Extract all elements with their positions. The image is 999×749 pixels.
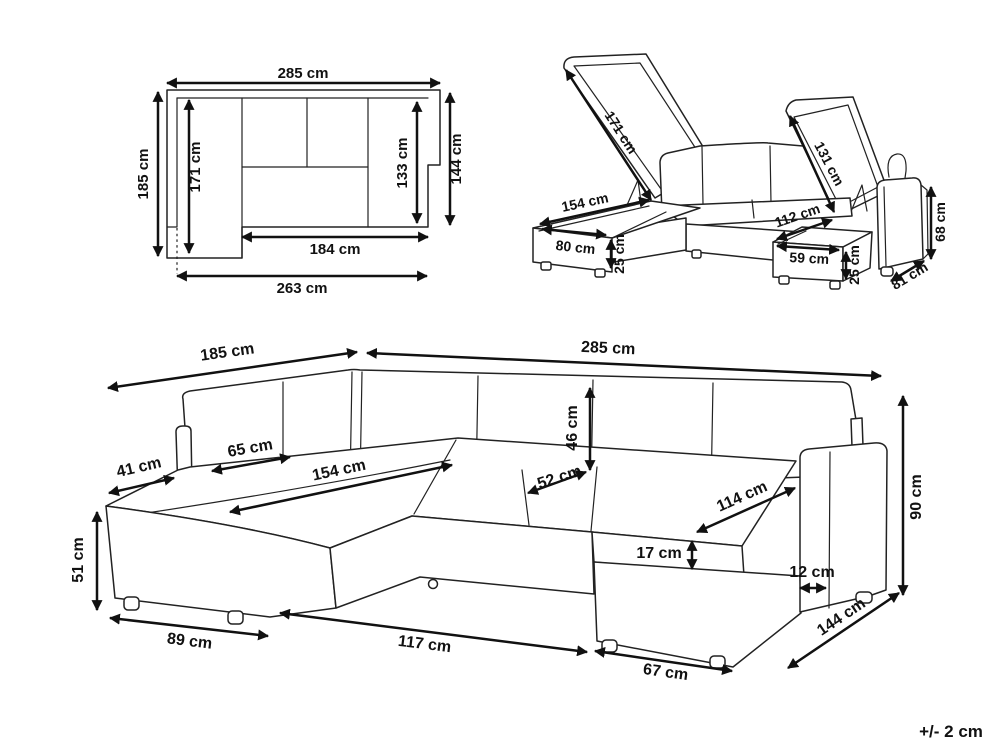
dim-line-front-left-armrest bbox=[107, 474, 176, 497]
dim-line-left-box-length bbox=[538, 196, 651, 228]
dim-line-right-lid bbox=[788, 115, 836, 213]
storage-backrest-divider bbox=[701, 145, 772, 205]
front-chaise-foot bbox=[123, 596, 140, 611]
dim-plan-right-depth: 144 cm bbox=[448, 134, 465, 185]
dim-line-left-box-width bbox=[540, 224, 608, 240]
dim-line-front-left-width bbox=[106, 347, 359, 393]
front-headrest-bracket bbox=[850, 417, 864, 448]
front-right-armrest bbox=[799, 442, 888, 613]
dim-front-total-height: 90 cm bbox=[908, 474, 925, 519]
front-caster-wheel bbox=[427, 578, 439, 590]
dim-right-box-depth: 25 cm bbox=[846, 245, 862, 285]
dim-left-box-width: 80 cm bbox=[555, 237, 596, 257]
dim-front-seat-cushion-height: 17 cm bbox=[636, 545, 681, 562]
dim-line-front-ottoman-width bbox=[593, 646, 734, 676]
dim-front-seat-height: 51 cm bbox=[70, 537, 87, 582]
front-right-armrest-inner bbox=[828, 451, 831, 609]
dim-line-front-front-width bbox=[278, 608, 589, 657]
storage-left-box-foot-2 bbox=[594, 268, 606, 278]
storage-armrest-handle bbox=[887, 153, 907, 179]
dim-line-front-right-depth bbox=[787, 591, 900, 670]
plan-outline bbox=[166, 89, 441, 259]
dim-front-total-width: 285 cm bbox=[581, 339, 636, 358]
dim-front-ottoman-front-width: 67 cm bbox=[642, 661, 689, 684]
dim-line-armrest-depth bbox=[890, 259, 925, 283]
dim-line-front-chaise-width bbox=[108, 613, 270, 641]
front-ottoman-base bbox=[593, 561, 802, 668]
dim-plan-left-depth: 185 cm bbox=[135, 149, 152, 200]
front-backrest-dividers bbox=[282, 371, 714, 496]
dim-plan-chaise-length: 171 cm bbox=[187, 142, 204, 193]
dim-line-right-box-width bbox=[775, 241, 841, 255]
plan-left-strip bbox=[166, 97, 178, 228]
storage-seat-divider bbox=[751, 199, 755, 219]
dim-plan-bottom-width: 263 cm bbox=[277, 280, 328, 297]
dim-front-left-armrest-width: 41 cm bbox=[115, 454, 163, 481]
dim-armrest-height: 68 cm bbox=[932, 202, 948, 242]
front-ottoman-foot-2 bbox=[709, 655, 726, 669]
dim-front-chaise-front-width: 89 cm bbox=[166, 630, 213, 652]
tolerance-note: +/- 2 cm bbox=[919, 722, 983, 741]
dim-line-front-right-seat bbox=[695, 486, 797, 534]
dim-line-left-lid bbox=[564, 69, 653, 201]
dim-line-front-total-width bbox=[365, 347, 883, 382]
storage-view: 171 cm 154 cm 80 cm 25 cm 131 cm 112 cm … bbox=[532, 53, 948, 293]
front-ottoman-foot bbox=[601, 639, 618, 653]
front-middle-face bbox=[329, 515, 595, 609]
dim-plan-right-seat-depth: 133 cm bbox=[394, 138, 411, 189]
plan-view: 285 cm 185 cm 171 cm 133 cm 144 cm 184 c… bbox=[135, 65, 465, 297]
dim-line-front-seat-depth bbox=[526, 470, 588, 495]
storage-right-box-foot-2 bbox=[829, 280, 841, 290]
storage-base-leg bbox=[691, 249, 702, 259]
storage-right-box-foot bbox=[778, 275, 790, 285]
dim-front-front-width: 117 cm bbox=[397, 633, 452, 656]
dim-right-box-width: 59 cm bbox=[789, 249, 829, 267]
dim-front-right-armrest-width: 12 cm bbox=[789, 564, 834, 581]
dim-line-right-box-length bbox=[775, 218, 834, 241]
front-chaise-foot-2 bbox=[227, 610, 244, 625]
dim-left-box-depth: 25 cm bbox=[611, 234, 627, 274]
dim-front-backrest-height: 46 cm bbox=[564, 405, 581, 450]
dim-plan-total-width: 285 cm bbox=[278, 65, 329, 82]
dim-front-left-width: 185 cm bbox=[199, 340, 255, 364]
front-view: 185 cm 285 cm 41 cm 65 cm 154 cm 46 cm 5… bbox=[70, 339, 925, 684]
storage-right-lid-strut bbox=[849, 184, 868, 215]
storage-armrest-foot bbox=[880, 266, 894, 277]
storage-left-box-foot bbox=[540, 261, 552, 271]
dim-line-front-chaise-seat bbox=[228, 461, 454, 516]
dim-plan-inner-width: 184 cm bbox=[310, 241, 361, 258]
